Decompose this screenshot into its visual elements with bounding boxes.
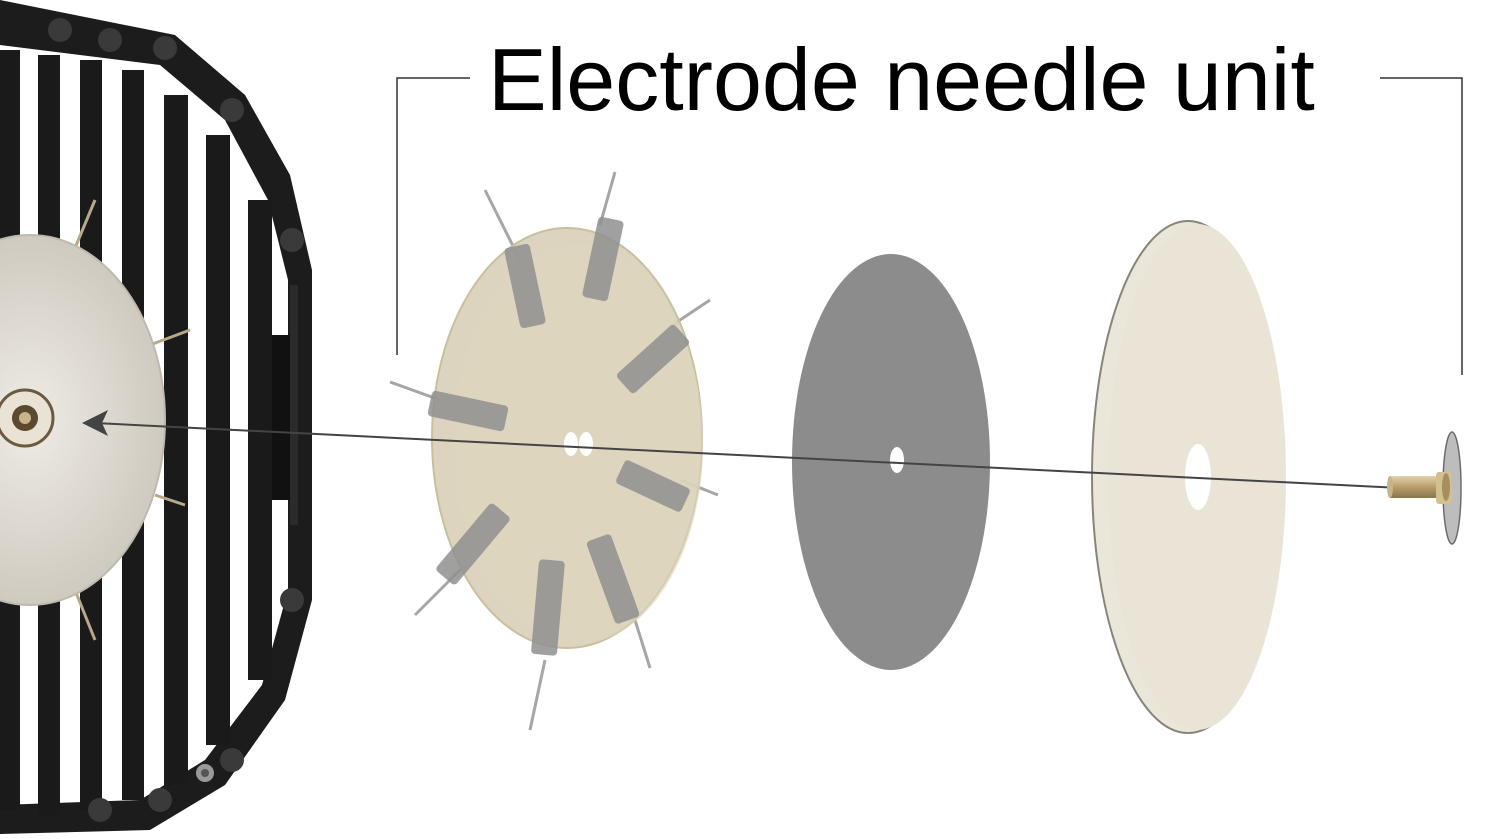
arrow-head-icon	[82, 410, 108, 436]
bracket-line	[396, 77, 1463, 375]
screw-icon	[1387, 431, 1462, 545]
assembly-axis-line	[94, 422, 1441, 491]
needle-disc-icon	[389, 171, 719, 731]
assembled-disc-icon	[0, 199, 191, 641]
page-title: Electrode needle unit	[480, 30, 1323, 130]
